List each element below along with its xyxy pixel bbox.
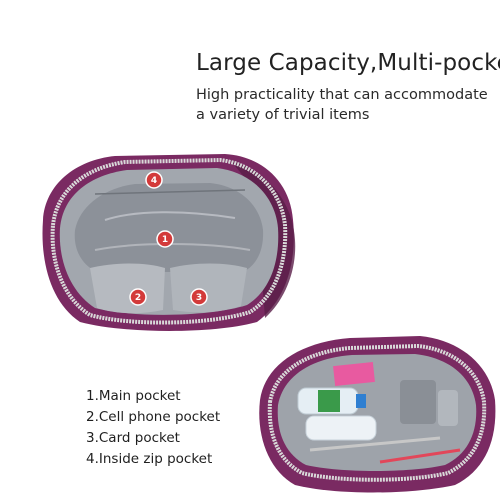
pocket-badge-1: 1 bbox=[156, 230, 174, 248]
svg-text:2: 2 bbox=[135, 293, 141, 303]
legend-cell-phone-pocket: 2.Cell phone pocket bbox=[86, 409, 221, 425]
bag-interior-photo: 4 1 2 3 bbox=[42, 154, 296, 331]
bag-filled-photo bbox=[259, 336, 496, 493]
pocket-badge-4: 4 bbox=[145, 171, 163, 189]
headline-title: Large Capacity,Multi-pocket bbox=[196, 50, 500, 76]
svg-text:1: 1 bbox=[162, 235, 168, 245]
svg-text:3: 3 bbox=[196, 293, 202, 303]
pocket-badge-3: 3 bbox=[190, 288, 208, 306]
svg-text:4: 4 bbox=[151, 176, 157, 186]
pocket-badge-2: 2 bbox=[129, 288, 147, 306]
legend-card-pocket: 3.Card pocket bbox=[86, 430, 180, 446]
legend-inside-zip-pocket: 4.Inside zip pocket bbox=[86, 451, 213, 467]
headline-subtitle-line2: a variety of trivial items bbox=[196, 107, 370, 123]
headline-subtitle-line1: High practicality that can accommodate bbox=[196, 87, 488, 103]
legend-main-pocket: 1.Main pocket bbox=[86, 388, 181, 404]
